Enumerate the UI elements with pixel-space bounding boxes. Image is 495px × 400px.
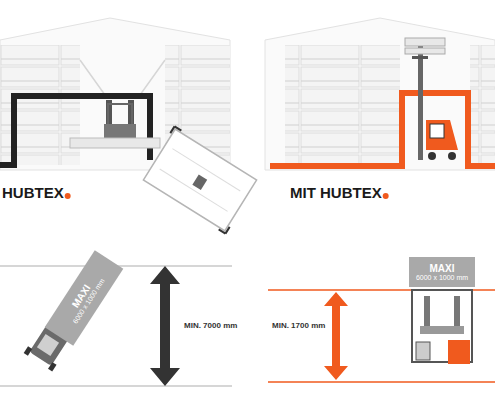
- warehouse-left: [0, 18, 259, 234]
- dimension-label: MIN. 7000 mm: [184, 321, 237, 330]
- sideloader-truck: [405, 38, 458, 160]
- dimension-arrow: [150, 266, 180, 386]
- aisle-right: [268, 290, 495, 382]
- warehouse-right: [265, 18, 495, 170]
- forklift-front: [70, 100, 160, 148]
- dimension-label: MIN. 1700 mm: [272, 321, 325, 330]
- sideloader-top: [412, 290, 472, 364]
- load-box: MAXI6000 x 1000 mm: [409, 257, 475, 287]
- load-box: MAXI6000 x 1000 mm: [45, 250, 124, 346]
- logo-dot: [65, 193, 71, 199]
- dimension-arrow: [324, 292, 348, 380]
- brand-label: HUBTEX: [2, 184, 64, 201]
- brand-label: MIT HUBTEX: [290, 184, 382, 201]
- logo-dot: [383, 193, 389, 199]
- load-size: 6000 x 1000 mm: [416, 274, 468, 282]
- load-title: MAXI: [430, 263, 455, 274]
- rotated-load: [141, 126, 260, 233]
